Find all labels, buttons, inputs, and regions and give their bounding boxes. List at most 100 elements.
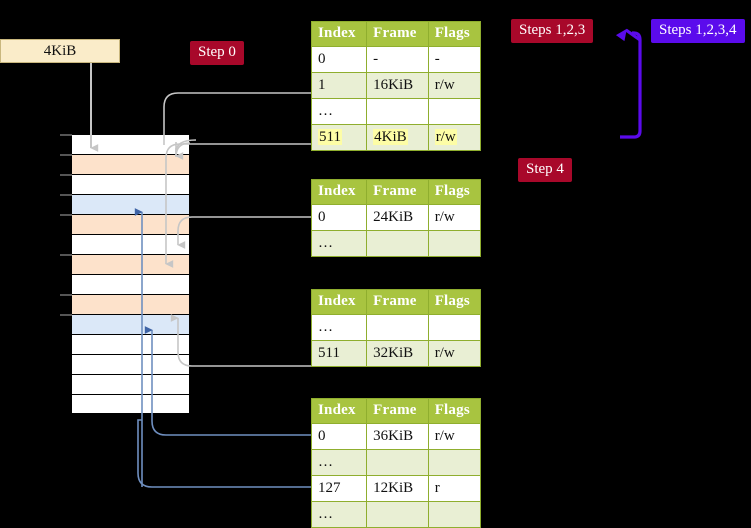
cell-index: 511: [310, 340, 368, 367]
badge-step-4: Step 4: [518, 158, 572, 182]
cell-flags: r/w: [427, 423, 482, 450]
badge-step-4-label: Step 4: [526, 161, 564, 177]
cell-index: …: [310, 501, 368, 528]
table-row: …: [310, 449, 482, 476]
highlighted-value: 4KiB: [373, 128, 408, 145]
cell-index: …: [310, 449, 368, 476]
grid-tick-mark: [60, 194, 72, 196]
cell-index: …: [310, 230, 368, 257]
cell-frame: -: [366, 46, 429, 73]
cell-index: …: [310, 314, 368, 341]
wire-table2-to-grid: [170, 314, 311, 367]
cell-index: 127: [310, 475, 368, 502]
memory-frame-row: [71, 174, 190, 194]
cell-frame: [366, 449, 429, 476]
column-header-frame: Frame: [366, 289, 429, 315]
memory-frame-row: [71, 254, 190, 274]
badge-steps-123: Steps 1,2,3: [511, 19, 594, 43]
cell-flags: [427, 230, 482, 257]
grid-tick-mark: [60, 174, 72, 176]
badge-steps-1234: Steps 1,2,3,4: [651, 19, 745, 43]
cell-frame: 16KiB: [366, 72, 429, 99]
cell-flags: [427, 501, 482, 528]
cell-flags: [427, 98, 482, 125]
cell-flags: -: [427, 46, 482, 73]
grid-tick-mark: [60, 294, 72, 296]
wire-table0-511-to-grid: [165, 143, 311, 250]
table-row: 0--: [310, 46, 482, 73]
table-row: …: [310, 501, 482, 528]
memory-frame-row: [71, 314, 190, 334]
cell-index: 0: [310, 204, 368, 231]
memory-frame-row: [71, 234, 190, 254]
cell-frame: 4KiB: [366, 124, 429, 151]
memory-frame-row: [71, 154, 190, 174]
column-header-frame: Frame: [366, 21, 429, 47]
badge-steps-1234-label: Steps 1,2,3,4: [659, 22, 737, 38]
wire-table3-row127-lead: [137, 419, 311, 488]
badge-step-0-label: Step 0: [198, 44, 236, 60]
column-header-flags: Flags: [427, 21, 482, 47]
column-header-index: Index: [310, 21, 368, 47]
cell-frame: 36KiB: [366, 423, 429, 450]
badge-steps-123-label: Steps 1,2,3: [519, 22, 586, 38]
cell-flags: r/w: [427, 124, 482, 151]
cell-frame: [366, 98, 429, 125]
highlighted-value: 511: [318, 128, 342, 145]
wire-table0-row1-left: [163, 92, 311, 145]
physical-memory-grid: [71, 134, 190, 415]
cell-frame: 32KiB: [366, 340, 429, 367]
cell-index: 0: [310, 46, 368, 73]
table-row: …: [310, 314, 482, 341]
memory-frame-row: [71, 274, 190, 294]
column-header-flags: Flags: [427, 179, 482, 205]
memory-frame-row: [71, 334, 190, 354]
table-row: …: [310, 98, 482, 125]
table-row: …: [310, 230, 482, 257]
grid-tick-mark: [60, 314, 72, 316]
cell-frame: [366, 501, 429, 528]
frame-box-4kib: 4KiB: [0, 39, 120, 63]
column-header-flags: Flags: [427, 398, 482, 424]
memory-frame-row: [71, 294, 190, 314]
grid-tick-mark: [60, 214, 72, 216]
memory-frame-row: [71, 214, 190, 234]
memory-frame-row: [71, 194, 190, 214]
cell-frame: [366, 230, 429, 257]
wire-table3-row0-to-grid: [144, 326, 311, 436]
memory-frame-row: [71, 374, 190, 394]
column-header-flags: Flags: [427, 289, 482, 315]
cell-index: …: [310, 98, 368, 125]
wire-violet-arrowhead: [615, 28, 641, 42]
column-header-index: Index: [310, 179, 368, 205]
cell-flags: [427, 314, 482, 341]
column-header-frame: Frame: [366, 398, 429, 424]
cell-index: 0: [310, 423, 368, 450]
table-row: 511 4KiB r/w: [310, 124, 482, 151]
wire-table1-to-grid: [177, 216, 311, 249]
cell-frame: [366, 314, 429, 341]
wire-violet-bracket: [620, 31, 642, 139]
grid-tick-mark: [60, 134, 72, 136]
memory-frame-row: [71, 394, 190, 414]
column-header-index: Index: [310, 289, 368, 315]
